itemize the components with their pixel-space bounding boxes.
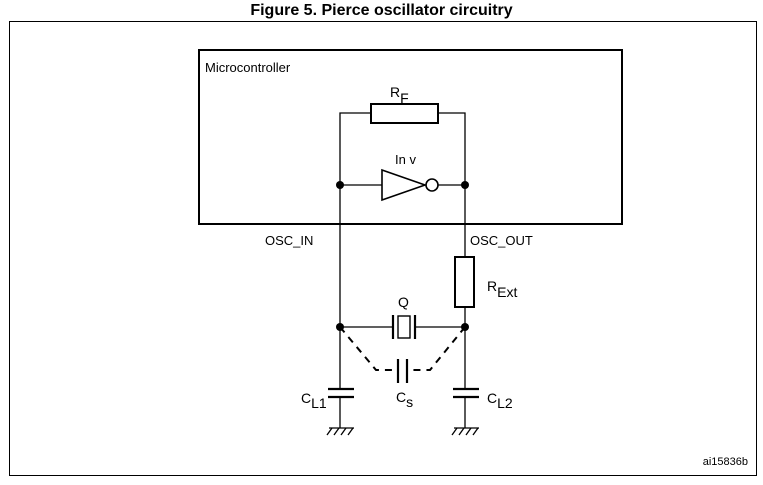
cl2-label: CL2	[487, 390, 513, 411]
cs-label: Cs	[396, 389, 413, 410]
external-resistor-rext	[454, 256, 475, 308]
figure-frame	[9, 21, 757, 476]
stray-capacitance-cs	[339, 326, 466, 383]
inverter-symbol	[340, 168, 465, 202]
ground-icon	[326, 427, 354, 436]
inverter-label: In v	[395, 152, 416, 167]
osc-out-label: OSC_OUT	[470, 233, 533, 248]
crystal-q	[340, 315, 465, 339]
rext-label: RExt	[487, 278, 517, 300]
feedback-resistor-rf	[339, 103, 466, 185]
crystal-label: Q	[398, 294, 409, 310]
figure-title: Figure 5. Pierce oscillator circuitry	[250, 2, 513, 19]
cl1-label: CL1	[301, 390, 327, 411]
load-capacitor-cl1	[328, 387, 354, 428]
ground-icon	[451, 427, 479, 436]
rf-label: RF	[390, 84, 409, 106]
microcontroller-label: Microcontroller	[205, 60, 291, 75]
osc-in-label: OSC_IN	[265, 233, 313, 248]
figure-ref-code: ai15836b	[703, 456, 748, 468]
load-capacitor-cl2	[453, 387, 479, 428]
microcontroller-box	[198, 49, 623, 225]
